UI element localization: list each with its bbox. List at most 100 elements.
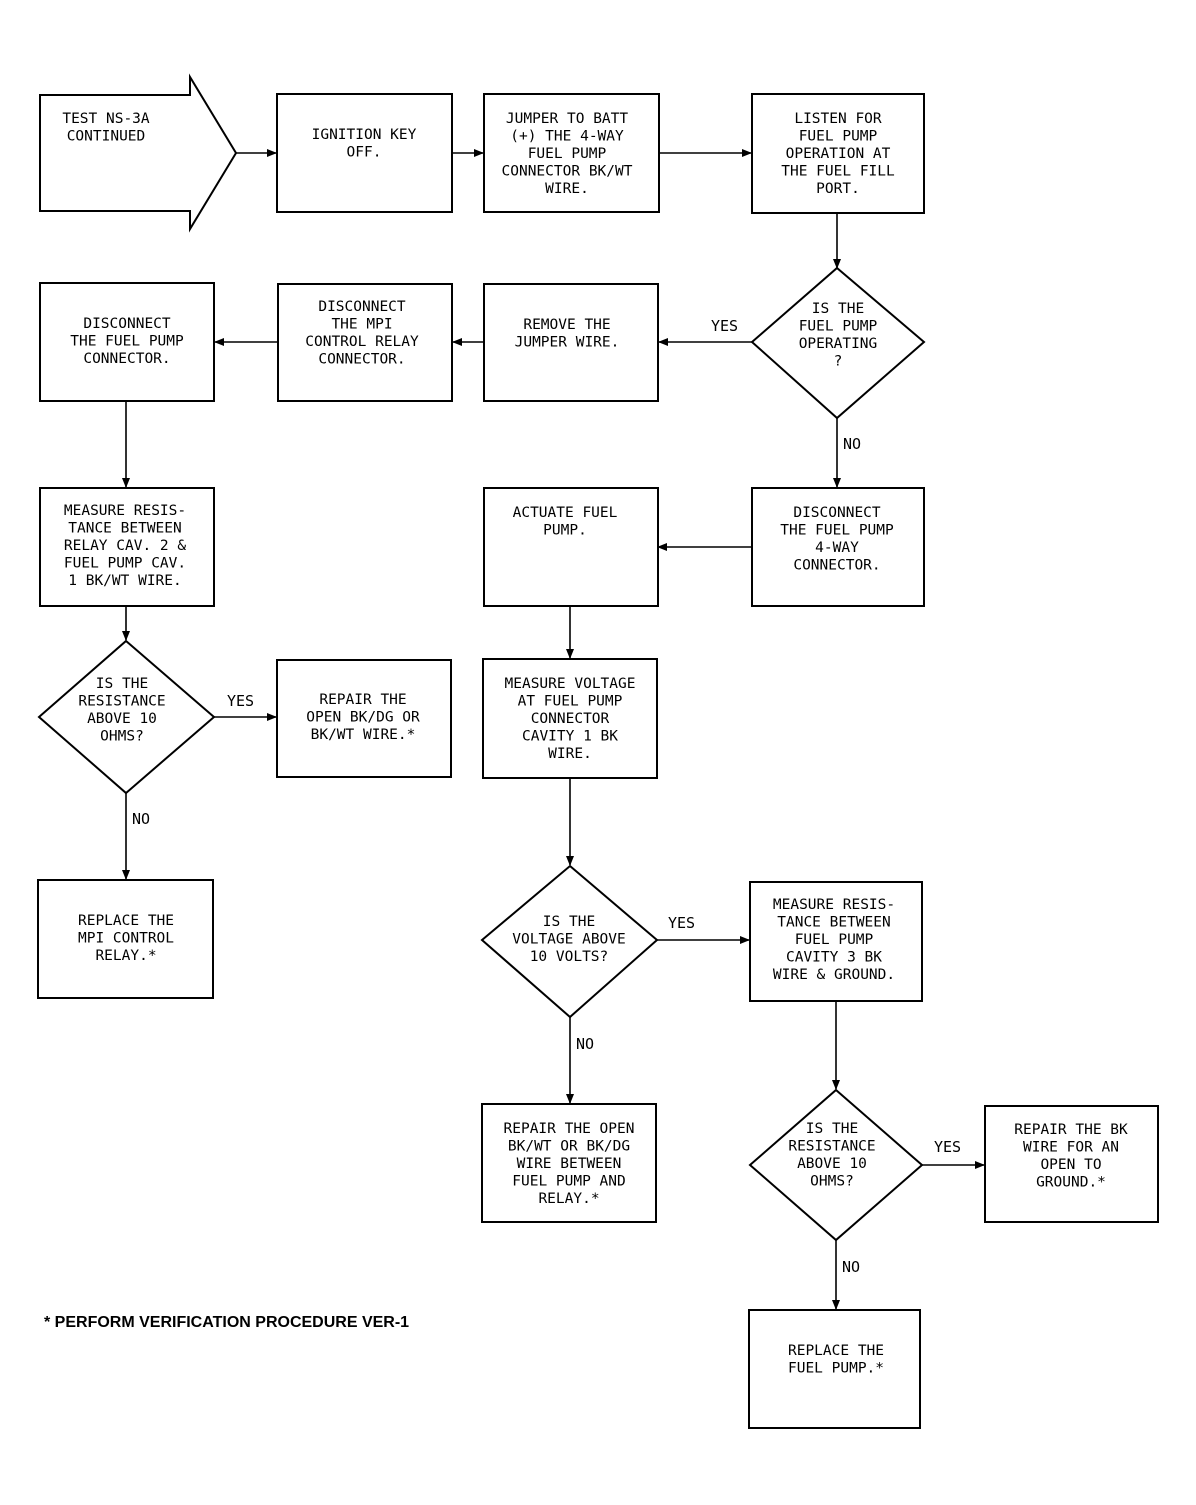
node-text-line: DISCONNECT	[793, 505, 881, 521]
repair-open-bkdg-box	[276, 659, 452, 778]
node-text-line: FUEL PUMP	[799, 319, 878, 335]
node-text-line: BK/WT OR BK/DG	[508, 1139, 630, 1155]
remove-jumper-box	[483, 283, 659, 402]
node-text-line: FUEL PUMP	[528, 146, 607, 162]
node-text-line: DISCONNECT	[318, 299, 406, 315]
node-text-line: ABOVE 10	[797, 1156, 867, 1172]
node-text-line: BK/WT WIRE.*	[311, 727, 416, 743]
node-text-line: CONTROL RELAY	[305, 334, 419, 350]
node-text-line: TEST NS-3A	[62, 111, 150, 127]
repair-open-wire-relay-box	[481, 1103, 657, 1223]
node-text-line: CONNECTOR.	[793, 558, 880, 574]
node-text-line: 10 VOLTS?	[530, 949, 609, 965]
node-text-line: MEASURE RESIS-	[773, 897, 895, 913]
ignition-off-box	[276, 93, 453, 213]
node-text-line: CONTINUED	[67, 129, 146, 145]
node-text-line: TANCE BETWEEN	[68, 521, 182, 537]
node-text-line: FUEL PUMP AND	[512, 1174, 626, 1190]
node-text-line: THE FUEL FILL	[781, 164, 895, 180]
is-resistance-10-left-diamond	[37, 639, 216, 795]
measure-voltage-box	[482, 658, 658, 779]
node-text-line: OPERATING	[799, 336, 878, 352]
replace-mpi-relay-box	[37, 879, 214, 999]
label-yes-voltage: YES	[668, 914, 695, 932]
actuate-pump-box	[483, 487, 659, 607]
node-text-line: VOLTAGE ABOVE	[512, 932, 626, 948]
jumper-batt-box	[483, 93, 660, 213]
repair-bk-ground-box	[984, 1105, 1159, 1223]
node-text-line: WIRE FOR AN	[1023, 1140, 1119, 1156]
node-text-line: 1 BK/WT WIRE.	[68, 573, 182, 589]
node-text-line: THE MPI	[331, 317, 392, 333]
node-text-line: CONNECTOR.	[318, 352, 405, 368]
node-text-line: WIRE.	[545, 181, 589, 197]
label-yes-pump-operating: YES	[711, 317, 738, 335]
disconnect-4way-box	[751, 487, 925, 607]
node-text-line: REMOVE THE	[523, 317, 610, 333]
node-text-line: REPLACE THE	[78, 913, 174, 929]
node-text-line: OHMS?	[100, 729, 144, 745]
node-text-line: JUMPER TO BATT	[506, 111, 628, 127]
node-text-line: LISTEN FOR	[794, 111, 882, 127]
node-text-line: FUEL PUMP.*	[788, 1361, 884, 1377]
replace-fuel-pump-box	[748, 1309, 921, 1429]
node-text-line: OPEN TO	[1040, 1157, 1101, 1173]
node-text-line: RESISTANCE	[788, 1139, 875, 1155]
node-text-line: ?	[834, 354, 843, 370]
node-text-line: IS THE	[812, 301, 864, 317]
label-no-resistance-right: NO	[842, 1258, 860, 1276]
node-text-line: RELAY CAV. 2 &	[64, 538, 186, 554]
node-text-line: WIRE.	[548, 746, 592, 762]
node-text-line: IS THE	[96, 676, 148, 692]
node-text-line: FUEL PUMP CAV.	[64, 556, 186, 572]
node-text-line: WIRE & GROUND.	[773, 967, 895, 983]
node-text-line: GROUND.*	[1036, 1175, 1106, 1191]
node-text-line: THE FUEL PUMP	[70, 334, 184, 350]
node-text-line: IS THE	[806, 1121, 858, 1137]
label-no-pump-operating: NO	[843, 435, 861, 453]
measure-resistance-ground-box	[749, 881, 923, 1002]
node-text-line: REPAIR THE	[319, 692, 406, 708]
node-text-line: ACTUATE FUEL	[513, 505, 618, 521]
node-text-line: REPAIR THE BK	[1014, 1122, 1128, 1138]
node-text-line: MEASURE VOLTAGE	[505, 676, 636, 692]
node-text-line: ABOVE 10	[87, 711, 157, 727]
node-text-line: RELAY.*	[538, 1191, 599, 1207]
label-no-resistance-left: NO	[132, 810, 150, 828]
disconnect-pump-connector-box	[39, 282, 215, 402]
node-text-line: MPI CONTROL	[78, 931, 174, 947]
node-text-line: DISCONNECT	[83, 316, 171, 332]
